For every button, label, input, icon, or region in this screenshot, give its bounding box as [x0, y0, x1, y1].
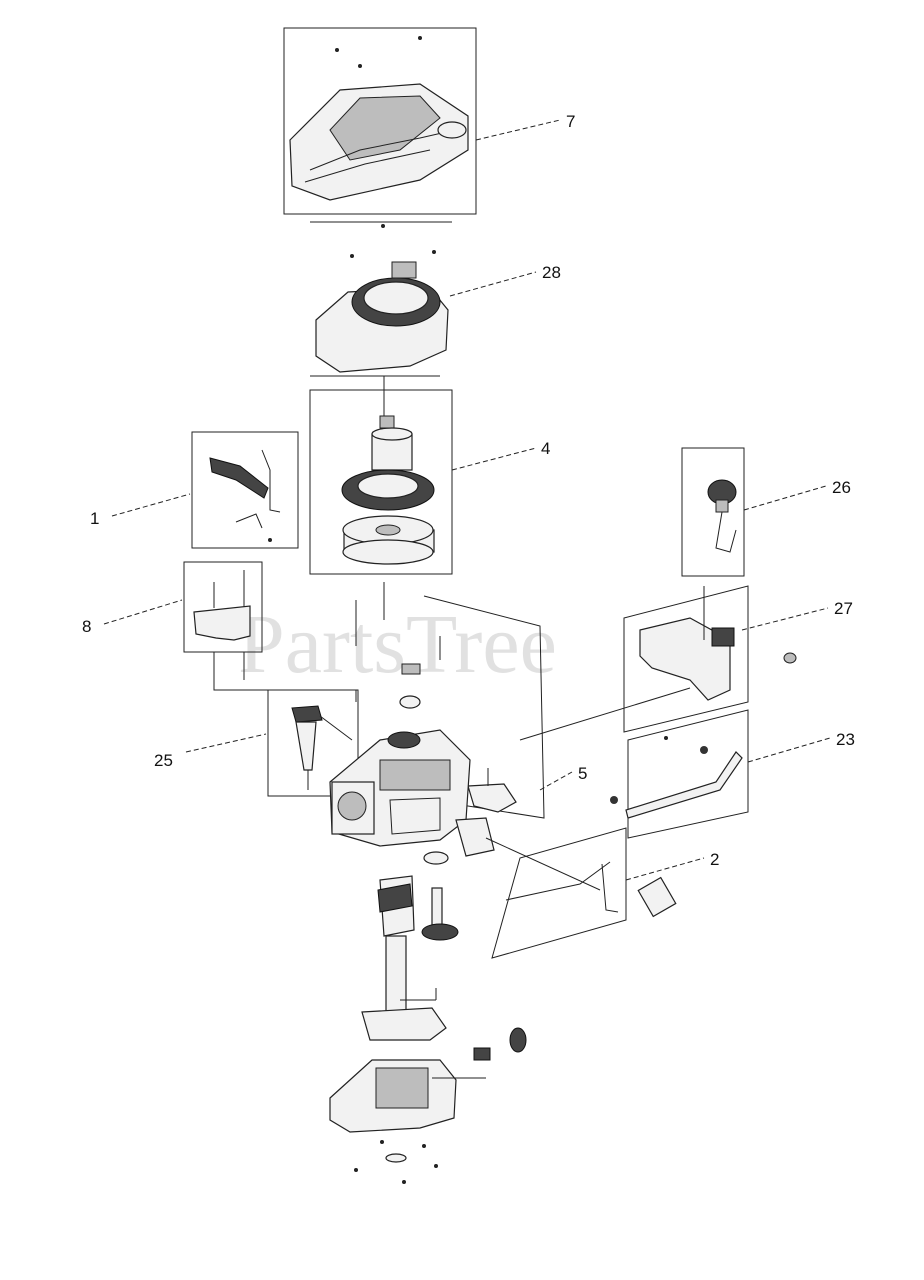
engine-sump[interactable] — [329, 1007, 527, 1184]
part-28-blower-housing[interactable] — [310, 250, 449, 377]
part-5-governor-bracket[interactable] — [423, 595, 545, 819]
part-23-breather-tube[interactable] — [625, 709, 749, 839]
part-2-throttle-control[interactable] — [485, 796, 677, 959]
callout-26[interactable]: 26 — [832, 478, 851, 497]
leader-27 — [741, 607, 829, 631]
callout-2[interactable]: 2 — [710, 850, 719, 869]
leader-2 — [625, 857, 705, 881]
watermark-text: PartsTree — [238, 598, 557, 691]
callout-23[interactable]: 23 — [836, 730, 855, 749]
part-26-oil-fill-cap[interactable] — [681, 447, 745, 577]
leader-23 — [747, 737, 831, 763]
callout-4[interactable]: 4 — [541, 439, 550, 458]
callout-27[interactable]: 27 — [834, 599, 853, 618]
callout-28[interactable]: 28 — [542, 263, 561, 282]
leader-28 — [449, 271, 537, 297]
callout-25[interactable]: 25 — [154, 751, 173, 770]
leader-8 — [103, 599, 183, 625]
callout-5[interactable]: 5 — [578, 764, 587, 783]
leader-26 — [743, 485, 827, 511]
crankshaft-assembly[interactable] — [377, 851, 459, 1027]
callout-7[interactable]: 7 — [566, 112, 575, 131]
leader-1 — [111, 493, 191, 517]
callout-8[interactable]: 8 — [82, 617, 91, 636]
part-25-spark-plug[interactable] — [267, 689, 359, 797]
leader-25 — [185, 733, 267, 753]
engine-block[interactable] — [329, 582, 495, 857]
leader-4 — [451, 447, 537, 471]
leader-5 — [539, 771, 573, 791]
part-4-flywheel-assembly[interactable] — [309, 376, 453, 575]
part-1-ignition-module[interactable] — [191, 431, 299, 549]
leader-7 — [475, 119, 561, 141]
part-27-oil-fill-tube[interactable] — [519, 585, 797, 741]
callout-1[interactable]: 1 — [90, 509, 99, 528]
part-7-engine-cover[interactable] — [283, 27, 477, 228]
